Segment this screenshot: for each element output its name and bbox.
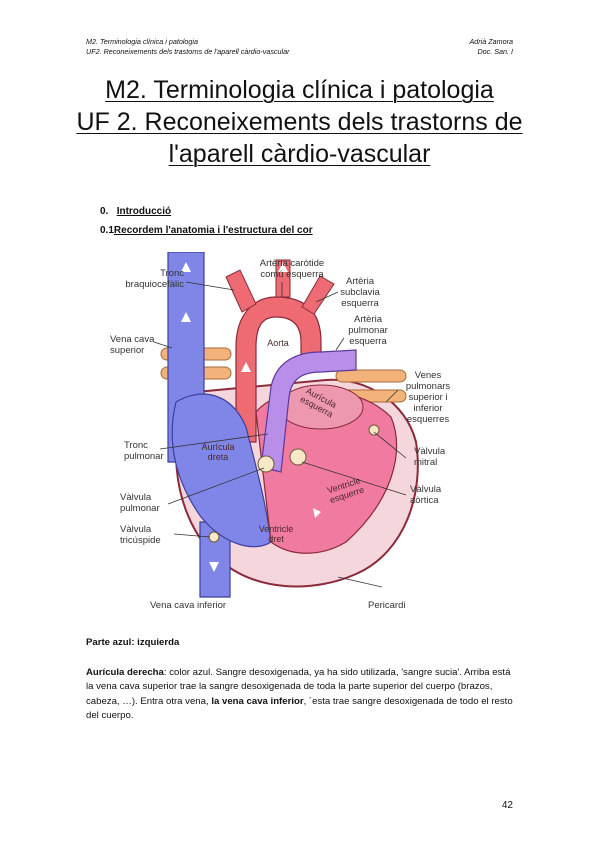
- heart-valves: [208, 424, 380, 543]
- header-left: M2. Terminologia clínica i patologia UF2…: [86, 37, 290, 57]
- leader-lines: [153, 281, 407, 588]
- label-pericardi: Pericardi: [368, 600, 406, 611]
- header-author: Adrià Zamora: [469, 37, 513, 46]
- section-label: Introducció: [116, 206, 172, 217]
- pulmonary-trunk: [260, 349, 357, 473]
- header-right: Adrià Zamora Doc. San. I: [469, 37, 513, 57]
- title-line-3: l'aparell càrdio-vascular: [168, 140, 431, 168]
- section-number: 0.: [100, 206, 109, 217]
- header-module: M2. Terminologia clínica i patologia: [86, 37, 198, 46]
- paragraph-auricula-derecha: Aurícula derecha: color azul. Sangre des…: [86, 666, 516, 724]
- aortic-branches: [225, 259, 335, 315]
- term-vena-cava-inferior: la vena cava inferior: [211, 695, 304, 707]
- paragraph-text-2: , ´esta trae sangre desoxigenada de todo…: [86, 695, 513, 722]
- subheading: Parte azul: izquierda: [86, 637, 180, 648]
- page-number: 42: [501, 800, 513, 811]
- header-course: Doc. San. I: [477, 47, 513, 56]
- title-line-2: UF 2. Reconeixements dels trastorns de: [76, 108, 523, 136]
- term-auricula-derecha: Aurícula derecha: [86, 667, 164, 678]
- header-unit: UF2. Reconeixements dels trastorns de l'…: [86, 47, 290, 56]
- page-title: M2. Terminologia clínica i patologia UF …: [60, 74, 539, 170]
- section-introduction: 0. Introducció: [100, 206, 171, 217]
- section-anatomy: 0.1Recordem l'anatomia i l'estructura de…: [100, 225, 313, 236]
- label-aorta: Aorta: [267, 338, 289, 348]
- label-vena-cava-inferior: Vena cava inferior: [150, 600, 226, 611]
- paragraph-text-1: : color azul. Sangre desoxigenada, ya ha…: [86, 667, 511, 707]
- title-line-1: M2. Terminologia clínica i patologia: [105, 76, 494, 104]
- section-number: 0.1: [100, 225, 114, 236]
- section-label: Recordem l'anatomia i l'estructura del c…: [113, 225, 313, 236]
- flow-arrows: [181, 262, 321, 572]
